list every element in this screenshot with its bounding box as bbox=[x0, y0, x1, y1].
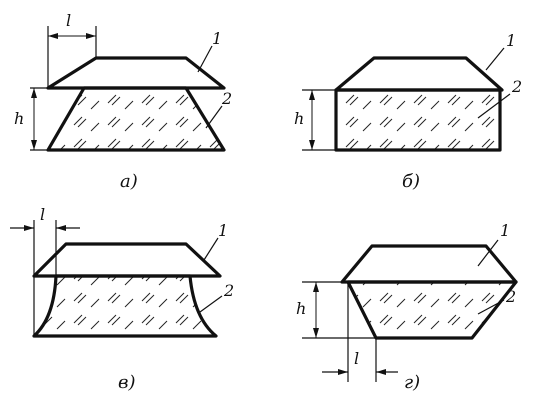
panel-v-l-label: l bbox=[40, 205, 45, 224]
panel-a-caption: а) bbox=[120, 171, 138, 192]
panel-a-l-label: l bbox=[66, 11, 71, 30]
panel-v-glass-2 bbox=[34, 276, 216, 336]
panel-a-part-1-label: 1 bbox=[212, 29, 222, 48]
panel-v-glass-2-outline bbox=[32, 274, 218, 338]
panel-b-part-2-label: 2 bbox=[511, 77, 522, 96]
panel-v-stone-1 bbox=[32, 242, 222, 278]
panel-g-h-label: h bbox=[296, 299, 306, 318]
panel-a-stone-1 bbox=[46, 56, 226, 90]
panel-v: l 1 2 в) bbox=[10, 205, 234, 393]
panel-g: h l 1 2 г) bbox=[296, 221, 518, 393]
panel-b-stone-1 bbox=[334, 56, 504, 92]
panel-a-part-2-label: 2 bbox=[221, 89, 232, 108]
panel-a-glass-2 bbox=[48, 88, 224, 150]
panel-b: h 1 2 б) bbox=[294, 31, 522, 192]
panel-v-caption: в) bbox=[118, 372, 136, 393]
panel-v-part-1-label: 1 bbox=[218, 221, 228, 240]
panel-g-l-label: l bbox=[354, 349, 359, 368]
panel-b-part-1-label: 1 bbox=[506, 31, 516, 50]
panel-b-caption: б) bbox=[402, 171, 420, 192]
panel-g-part-1-label: 1 bbox=[500, 221, 510, 240]
panel-v-part-2-label: 2 bbox=[223, 281, 234, 300]
panel-g-glass-2 bbox=[348, 282, 516, 338]
panel-b-h-label: h bbox=[294, 109, 304, 128]
panel-g-part-2-label: 2 bbox=[505, 287, 516, 306]
panel-b-glass-2 bbox=[336, 90, 500, 150]
panel-g-caption: г) bbox=[404, 372, 420, 393]
panel-a: h l 1 2 а) bbox=[14, 11, 232, 192]
panel-a-h-label: h bbox=[14, 109, 24, 128]
panel-g-stone-1 bbox=[340, 244, 518, 284]
